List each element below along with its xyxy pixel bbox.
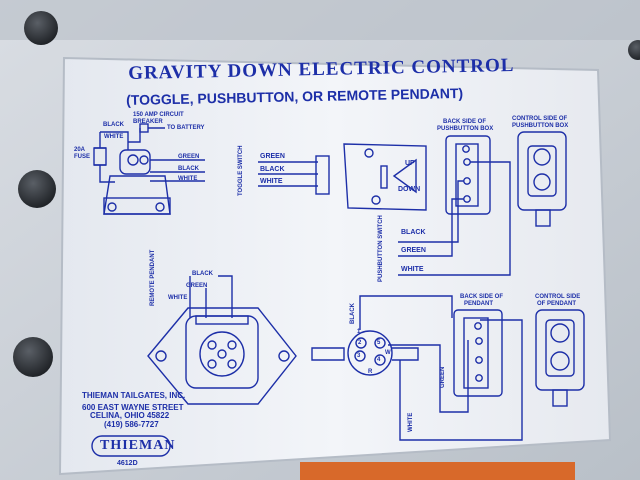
- toggle-wire-green: GREEN: [260, 153, 285, 160]
- pendant-control-diagram: [535, 309, 585, 407]
- pendant-pin-4: 4: [377, 357, 381, 363]
- toggle-switch-label: TOGGLE SWITCH: [238, 145, 244, 196]
- thieman-logo: THIEMAN: [100, 438, 176, 453]
- breaker-label-1: 150 AMP CIRCUIT: [133, 112, 184, 118]
- pendant-back-title-2: PENDANT: [464, 301, 494, 307]
- motor-wire-black: BLACK: [178, 166, 199, 172]
- pendant-plug-w: W: [385, 350, 391, 356]
- fuse-label-2: FUSE: [74, 154, 91, 160]
- pushbutton-wire-green: GREEN: [401, 247, 426, 254]
- pushbutton-wire-black: BLACK: [401, 229, 426, 236]
- toggle-up-label: UP: [405, 160, 415, 167]
- motor-black-label: BLACK: [103, 122, 124, 128]
- pendant-pin-1: 1: [357, 329, 361, 335]
- pushbutton-back-diagram: [398, 135, 511, 276]
- pushbutton-back-title-1: BACK SIDE OF: [443, 119, 487, 125]
- motor-wire-white: WHITE: [178, 176, 198, 182]
- fuse-label-1: 20A: [74, 147, 86, 153]
- company-phone: (419) 586-7727: [104, 420, 159, 429]
- bolt: [18, 170, 56, 208]
- pushbutton-back-title-2: PUSHBUTTON BOX: [437, 126, 494, 132]
- pendant-back-title-1: BACK SIDE OF: [460, 294, 504, 300]
- to-battery-label: TO BATTERY: [167, 125, 205, 131]
- company-name: THIEMAN TAILGATES, INC.: [82, 391, 186, 400]
- pushbutton-control-title-1: CONTROL SIDE OF: [512, 116, 568, 122]
- pendant-control-title-1: CONTROL SIDE: [535, 294, 581, 300]
- pushbutton-switch-label: PUSHBUTTON SWITCH: [378, 215, 384, 282]
- pendant-back-diagram: [453, 309, 503, 397]
- toggle-down-label: DOWN: [398, 186, 421, 193]
- orange-sticker: [300, 462, 575, 480]
- pendant-pin-3: 3: [357, 353, 361, 359]
- logo-badge: [91, 435, 171, 457]
- pendant-control-title-2: OF PENDANT: [537, 301, 576, 307]
- pendant-pin-2: 2: [358, 340, 362, 346]
- toggle-wire-black: BLACK: [260, 166, 285, 173]
- pendant-wire-black: BLACK: [350, 303, 356, 324]
- pendant-wire-white: WHITE: [408, 412, 414, 432]
- company-city: CELINA, OHIO 45822: [90, 411, 170, 420]
- pushbutton-control-diagram: [517, 131, 567, 227]
- motor-diagram: [93, 123, 205, 215]
- part-number: 4612D: [117, 460, 138, 467]
- pendant-wire-green: GREEN: [440, 366, 446, 388]
- motor-wire-green: GREEN: [178, 154, 200, 160]
- bolt: [24, 11, 58, 45]
- bolt: [628, 40, 640, 60]
- remote-wire-green: GREEN: [186, 283, 208, 289]
- pendant-plug-r: R: [368, 369, 373, 375]
- remote-plug-diagram: [147, 275, 297, 405]
- bolt: [13, 337, 53, 377]
- toggle-diagram: [258, 143, 427, 211]
- toggle-wire-white: WHITE: [260, 178, 283, 185]
- pendant-pin-5: 5: [377, 340, 381, 346]
- pushbutton-control-title-2: PUSHBUTTON BOX: [512, 123, 569, 129]
- remote-wire-black: BLACK: [192, 271, 213, 277]
- company-street: 600 EAST WAYNE STREET: [82, 403, 184, 412]
- breaker-label-2: BREAKER: [133, 119, 163, 125]
- remote-pendant-label: REMOTE PENDANT: [150, 249, 156, 306]
- pushbutton-wire-white: WHITE: [401, 266, 424, 273]
- remote-wire-white: WHITE: [168, 295, 188, 301]
- motor-white-label: WHITE: [104, 134, 124, 140]
